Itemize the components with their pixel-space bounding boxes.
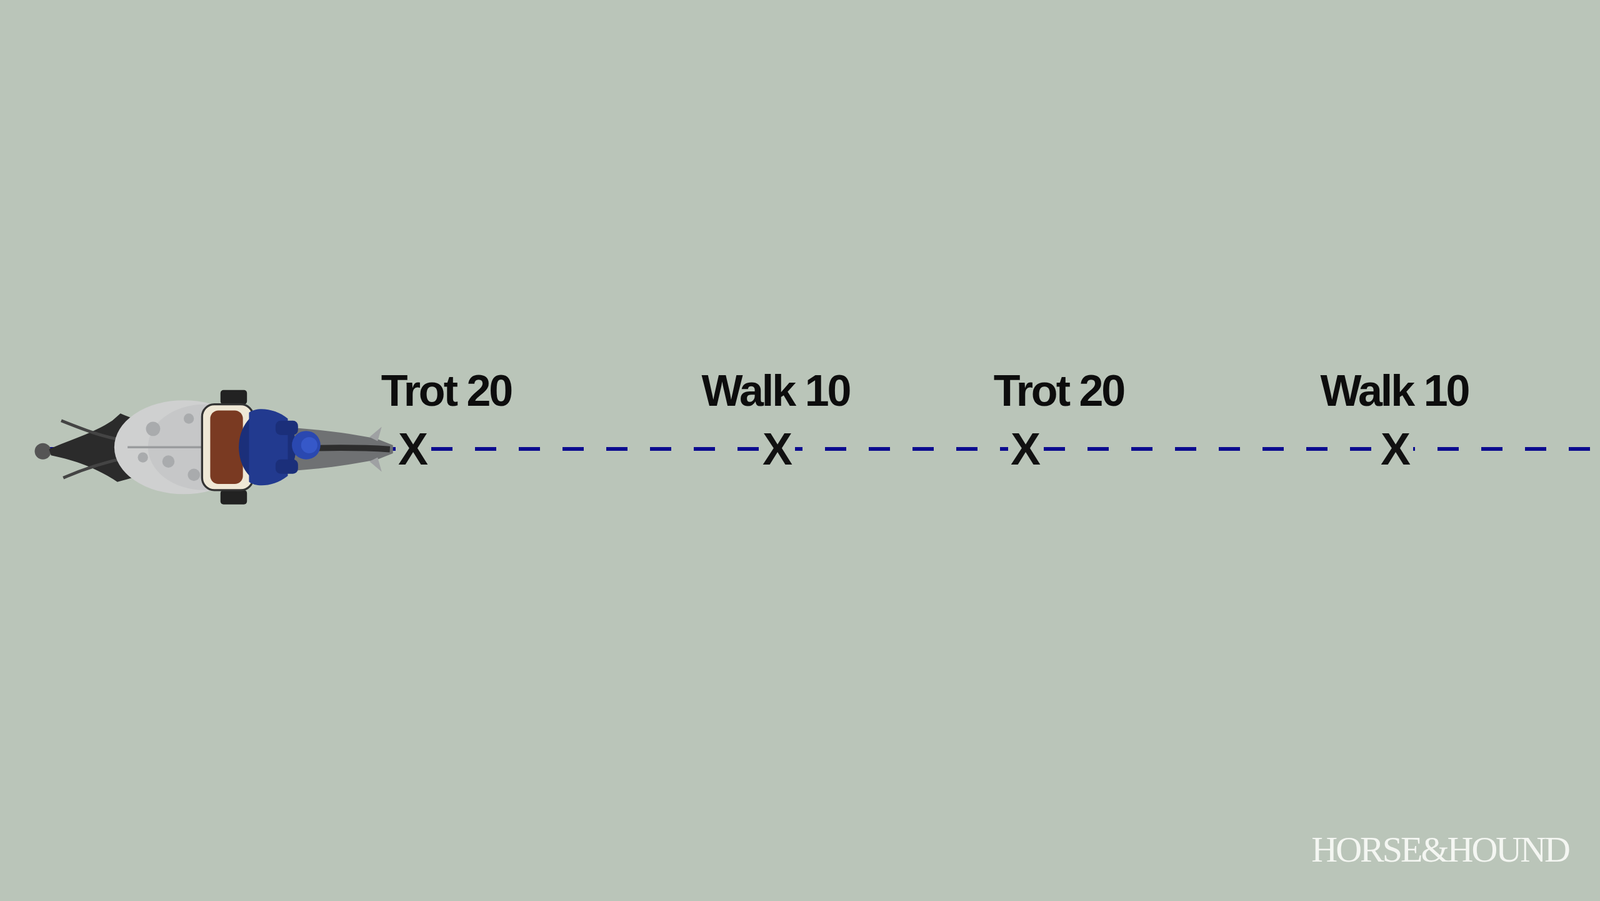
- step-label: Trot 20: [381, 368, 512, 413]
- horse-rider-figure: [35, 390, 394, 505]
- watermark: HORSE&HOUND: [1311, 831, 1569, 868]
- marker-x: X: [395, 426, 431, 472]
- step-label: Walk 10: [701, 368, 850, 413]
- step-label: Trot 20: [993, 368, 1125, 413]
- marker-x: X: [1378, 426, 1414, 472]
- marker-x: X: [760, 426, 795, 472]
- step-label: Walk 10: [1320, 368, 1469, 413]
- marker-x: X: [1008, 426, 1044, 472]
